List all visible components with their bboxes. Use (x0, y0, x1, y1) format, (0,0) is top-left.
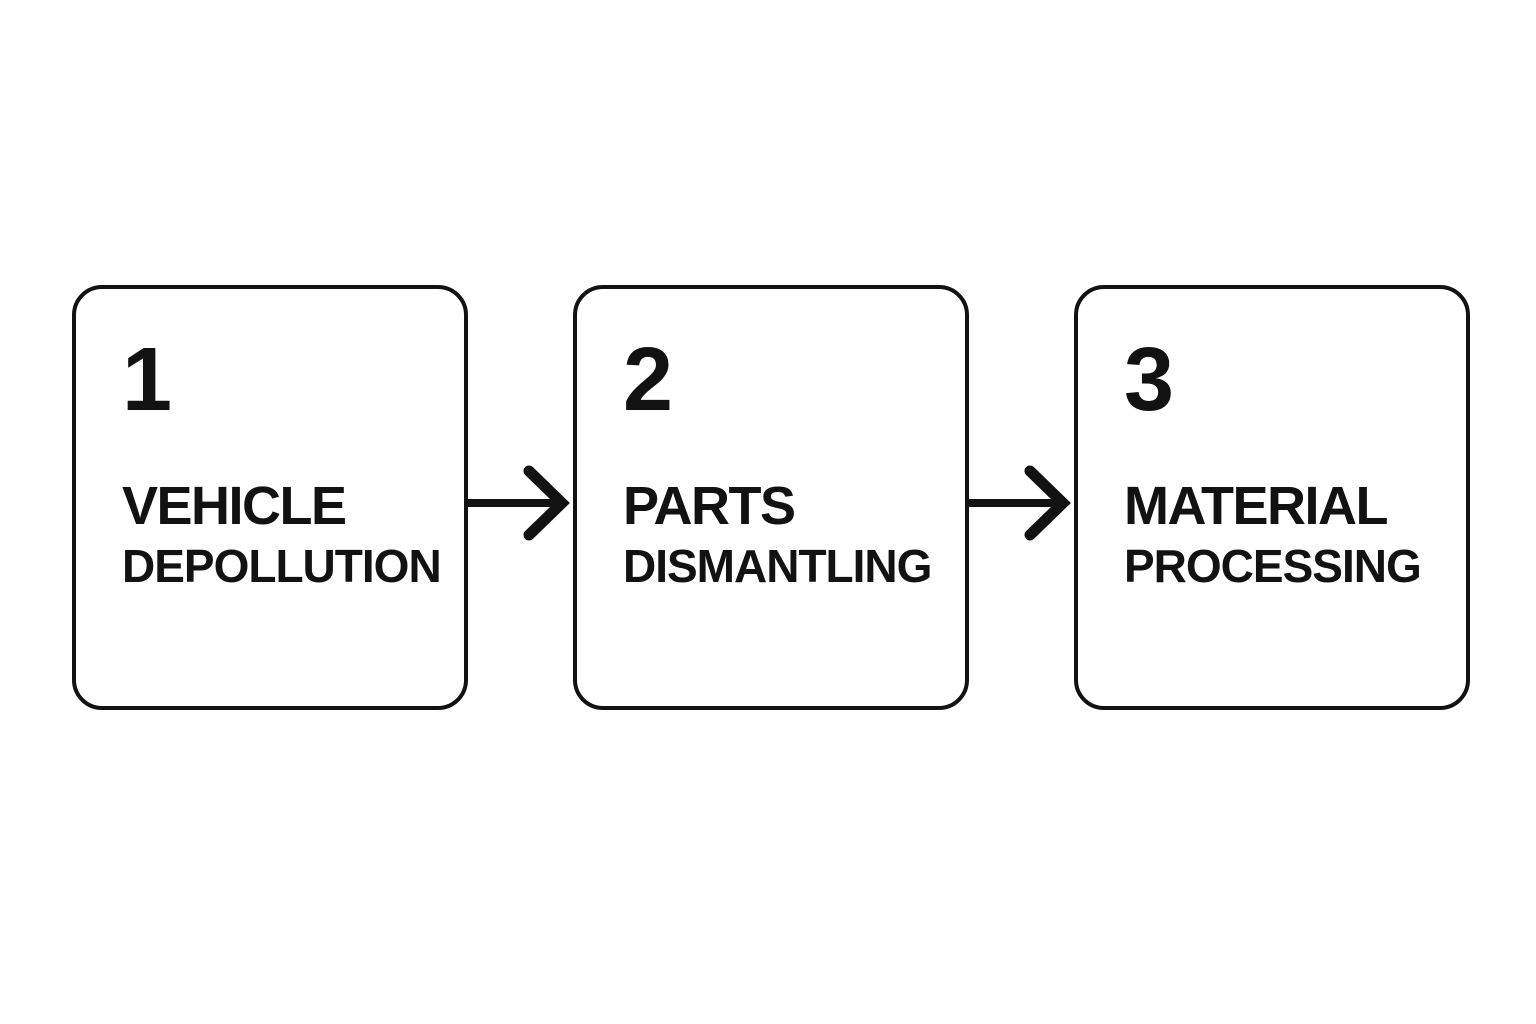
step-label: PARTS DISMANTLING (623, 479, 945, 589)
step-card-material-processing: 3 MATERIAL PROCESSING (1074, 285, 1470, 710)
step-label: VEHICLE DEPOLLUTION (122, 479, 444, 589)
connector-1 (468, 285, 573, 710)
step-label-line2: PROCESSING (1124, 540, 1422, 592)
step-label-line1: VEHICLE (122, 476, 347, 536)
arrow-right-icon (468, 465, 570, 541)
step-label-line2: DEPOLLUTION (122, 540, 442, 592)
step-number: 2 (623, 330, 673, 430)
connector-2 (969, 285, 1074, 710)
process-flow-diagram: 1 VEHICLE DEPOLLUTION 2 PARTS DISMANTLIN… (72, 285, 1470, 710)
step-label-line2: DISMANTLING (623, 540, 932, 592)
arrow-right-icon (969, 465, 1071, 541)
step-card-parts-dismantling: 2 PARTS DISMANTLING (573, 285, 969, 710)
step-number: 1 (122, 330, 172, 430)
step-label-line1: MATERIAL (1124, 476, 1388, 536)
step-card-vehicle-depollution: 1 VEHICLE DEPOLLUTION (72, 285, 468, 710)
step-number: 3 (1124, 330, 1174, 430)
step-label-line1: PARTS (623, 476, 796, 536)
step-label: MATERIAL PROCESSING (1124, 479, 1446, 589)
